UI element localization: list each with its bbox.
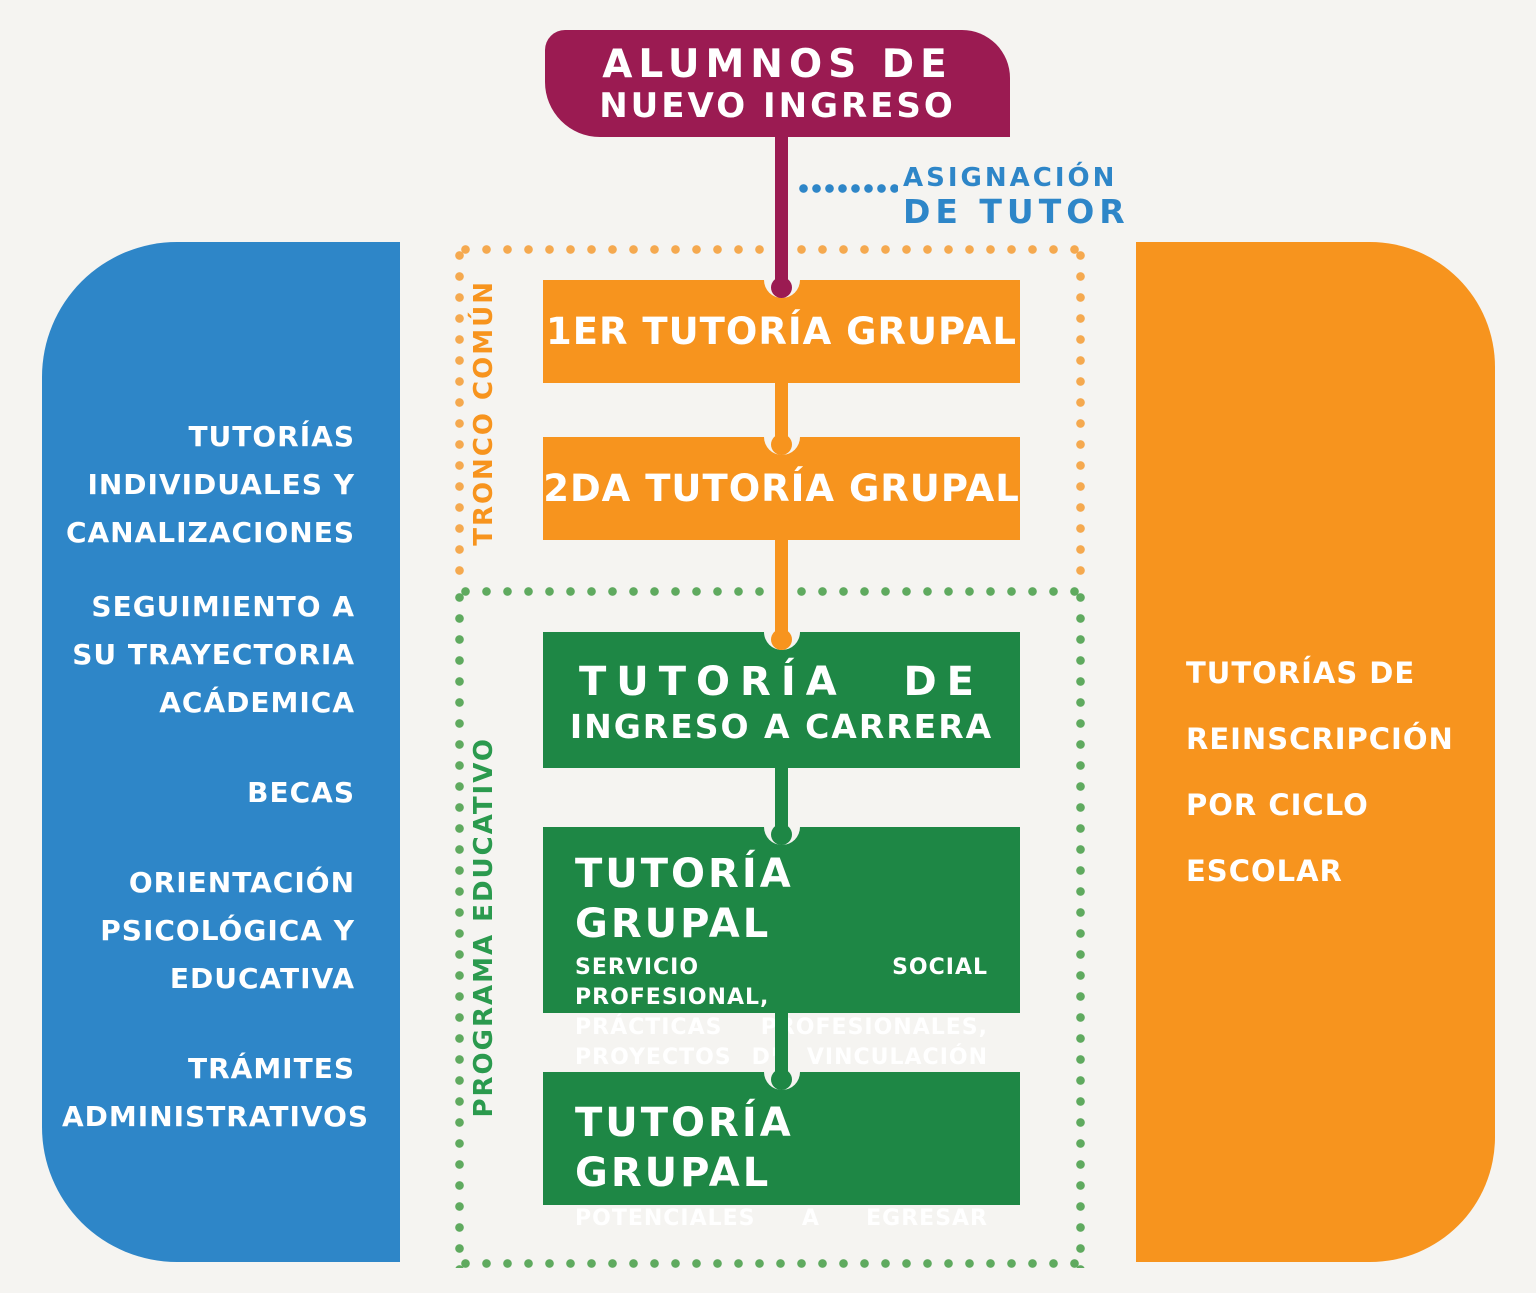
connector-dot-maroon [771,277,792,298]
tronco-comun-border-right [1076,245,1085,580]
career-entry-tutoring-box: TUTORÍA DE INGRESO A CARRERA [543,614,1020,768]
support-services-panel: TUTORÍAS INDIVIDUALES Y CANALIZACIONES S… [42,242,400,1262]
service-line: ADMINISTRATIVOS [62,1100,370,1133]
second-group-tutoring-label: 2DA TUTORÍA GRUPAL [543,467,1020,510]
programa-educativo-label-text: PROGRAMA EDUCATIVO [469,737,499,1118]
tronco-comun-label: TRONCO COMÚN [462,245,506,580]
reenrollment-line: ESCOLAR [1186,854,1343,888]
service-line: ORIENTACIÓN [128,866,355,899]
career-entry-tutoring-title: TUTORÍA DE [579,659,984,705]
service-line: SEGUIMIENTO A [91,590,355,623]
reenrollment-line: TUTORÍAS DE [1186,656,1416,690]
connector-new-students-to-first-tutoring [775,137,788,290]
connector-dot-green [771,1069,792,1090]
programa-educativo-label: PROGRAMA EDUCATIVO [462,587,506,1268]
programa-educativo-border-left [455,587,464,1268]
programa-educativo-border-bottom [455,1259,1085,1268]
tutor-assignment-line-2: DE TUTOR [903,192,1130,231]
new-students-line-2: NUEVO INGRESO [599,86,956,126]
graduation-tutoring-title: TUTORÍA GRUPAL [575,1100,794,1196]
new-students-line-1: ALUMNOS DE [602,42,953,87]
career-entry-tutoring-subtitle: INGRESO A CARRERA [569,707,994,746]
connector-first-to-second-tutoring [775,383,788,445]
service-item-admin-procedures: TRÁMITES ADMINISTRATIVOS [62,1045,370,1141]
group-tutoring-detail-line: SERVICIO SOCIAL PROFESIONAL, [575,955,988,1010]
connector-dot-orange [771,434,792,455]
programa-educativo-border-right [1076,587,1085,1268]
service-line: PSICOLÓGICA Y [100,914,355,947]
group-tutoring-title: TUTORÍA GRUPAL [575,851,794,947]
second-group-tutoring-box: 2DA TUTORÍA GRUPAL [543,419,1020,540]
reenrollment-panel: TUTORÍAS DE REINSCRIPCIÓN POR CICLO ESCO… [1136,242,1495,1262]
service-item-individual-tutoring: TUTORÍAS INDIVIDUALES Y CANALIZACIONES [62,413,355,557]
tutor-assignment-dotted-line [797,184,898,193]
tronco-comun-border-left [455,245,464,580]
service-line: ACÁDEMICA [159,686,355,719]
service-item-academic-tracking: SEGUIMIENTO A SU TRAYECTORIA ACÁDEMICA [62,583,355,727]
service-line: TRÁMITES [187,1052,355,1085]
group-tutoring-social-service-box: TUTORÍA GRUPAL SERVICIO SOCIAL PROFESION… [543,809,1020,1070]
tronco-comun-border-top [455,245,1085,254]
connector-group-tutoring-to-graduation [775,1013,788,1080]
group-tutoring-graduation-box: TUTORÍA GRUPAL POTENCIALES A EGRESAR [543,1054,1020,1231]
new-students-box: ALUMNOS DE NUEVO INGRESO [545,30,1010,137]
service-line: CANALIZACIONES [65,516,355,549]
programa-educativo-border-top [455,587,1085,596]
service-line: BECAS [247,776,355,809]
connector-dot-green [771,824,792,845]
reenrollment-line: REINSCRIPCIÓN [1186,722,1454,756]
service-line: EDUCATIVA [169,962,355,995]
service-item-scholarships: BECAS [62,769,355,817]
connector-dot-orange [771,629,792,650]
graduation-tutoring-subtitle: POTENCIALES A EGRESAR [575,1206,988,1231]
reenrollment-line: POR CICLO [1186,788,1369,822]
service-line: INDIVIDUALES Y [87,468,355,501]
service-line: SU TRAYECTORIA [72,638,355,671]
connector-career-entry-to-group-tutoring [775,768,788,835]
tutor-assignment-label: ASIGNACIÓN DE TUTOR [903,163,1130,230]
first-group-tutoring-label: 1ER TUTORÍA GRUPAL [546,310,1017,353]
service-line: TUTORÍAS [188,420,355,453]
tutor-assignment-line-1: ASIGNACIÓN [903,163,1118,193]
service-item-psych-guidance: ORIENTACIÓN PSICOLÓGICA Y EDUCATIVA [62,859,355,1003]
connector-second-tutoring-to-career-entry [775,540,788,640]
tronco-comun-label-text: TRONCO COMÚN [469,279,499,546]
